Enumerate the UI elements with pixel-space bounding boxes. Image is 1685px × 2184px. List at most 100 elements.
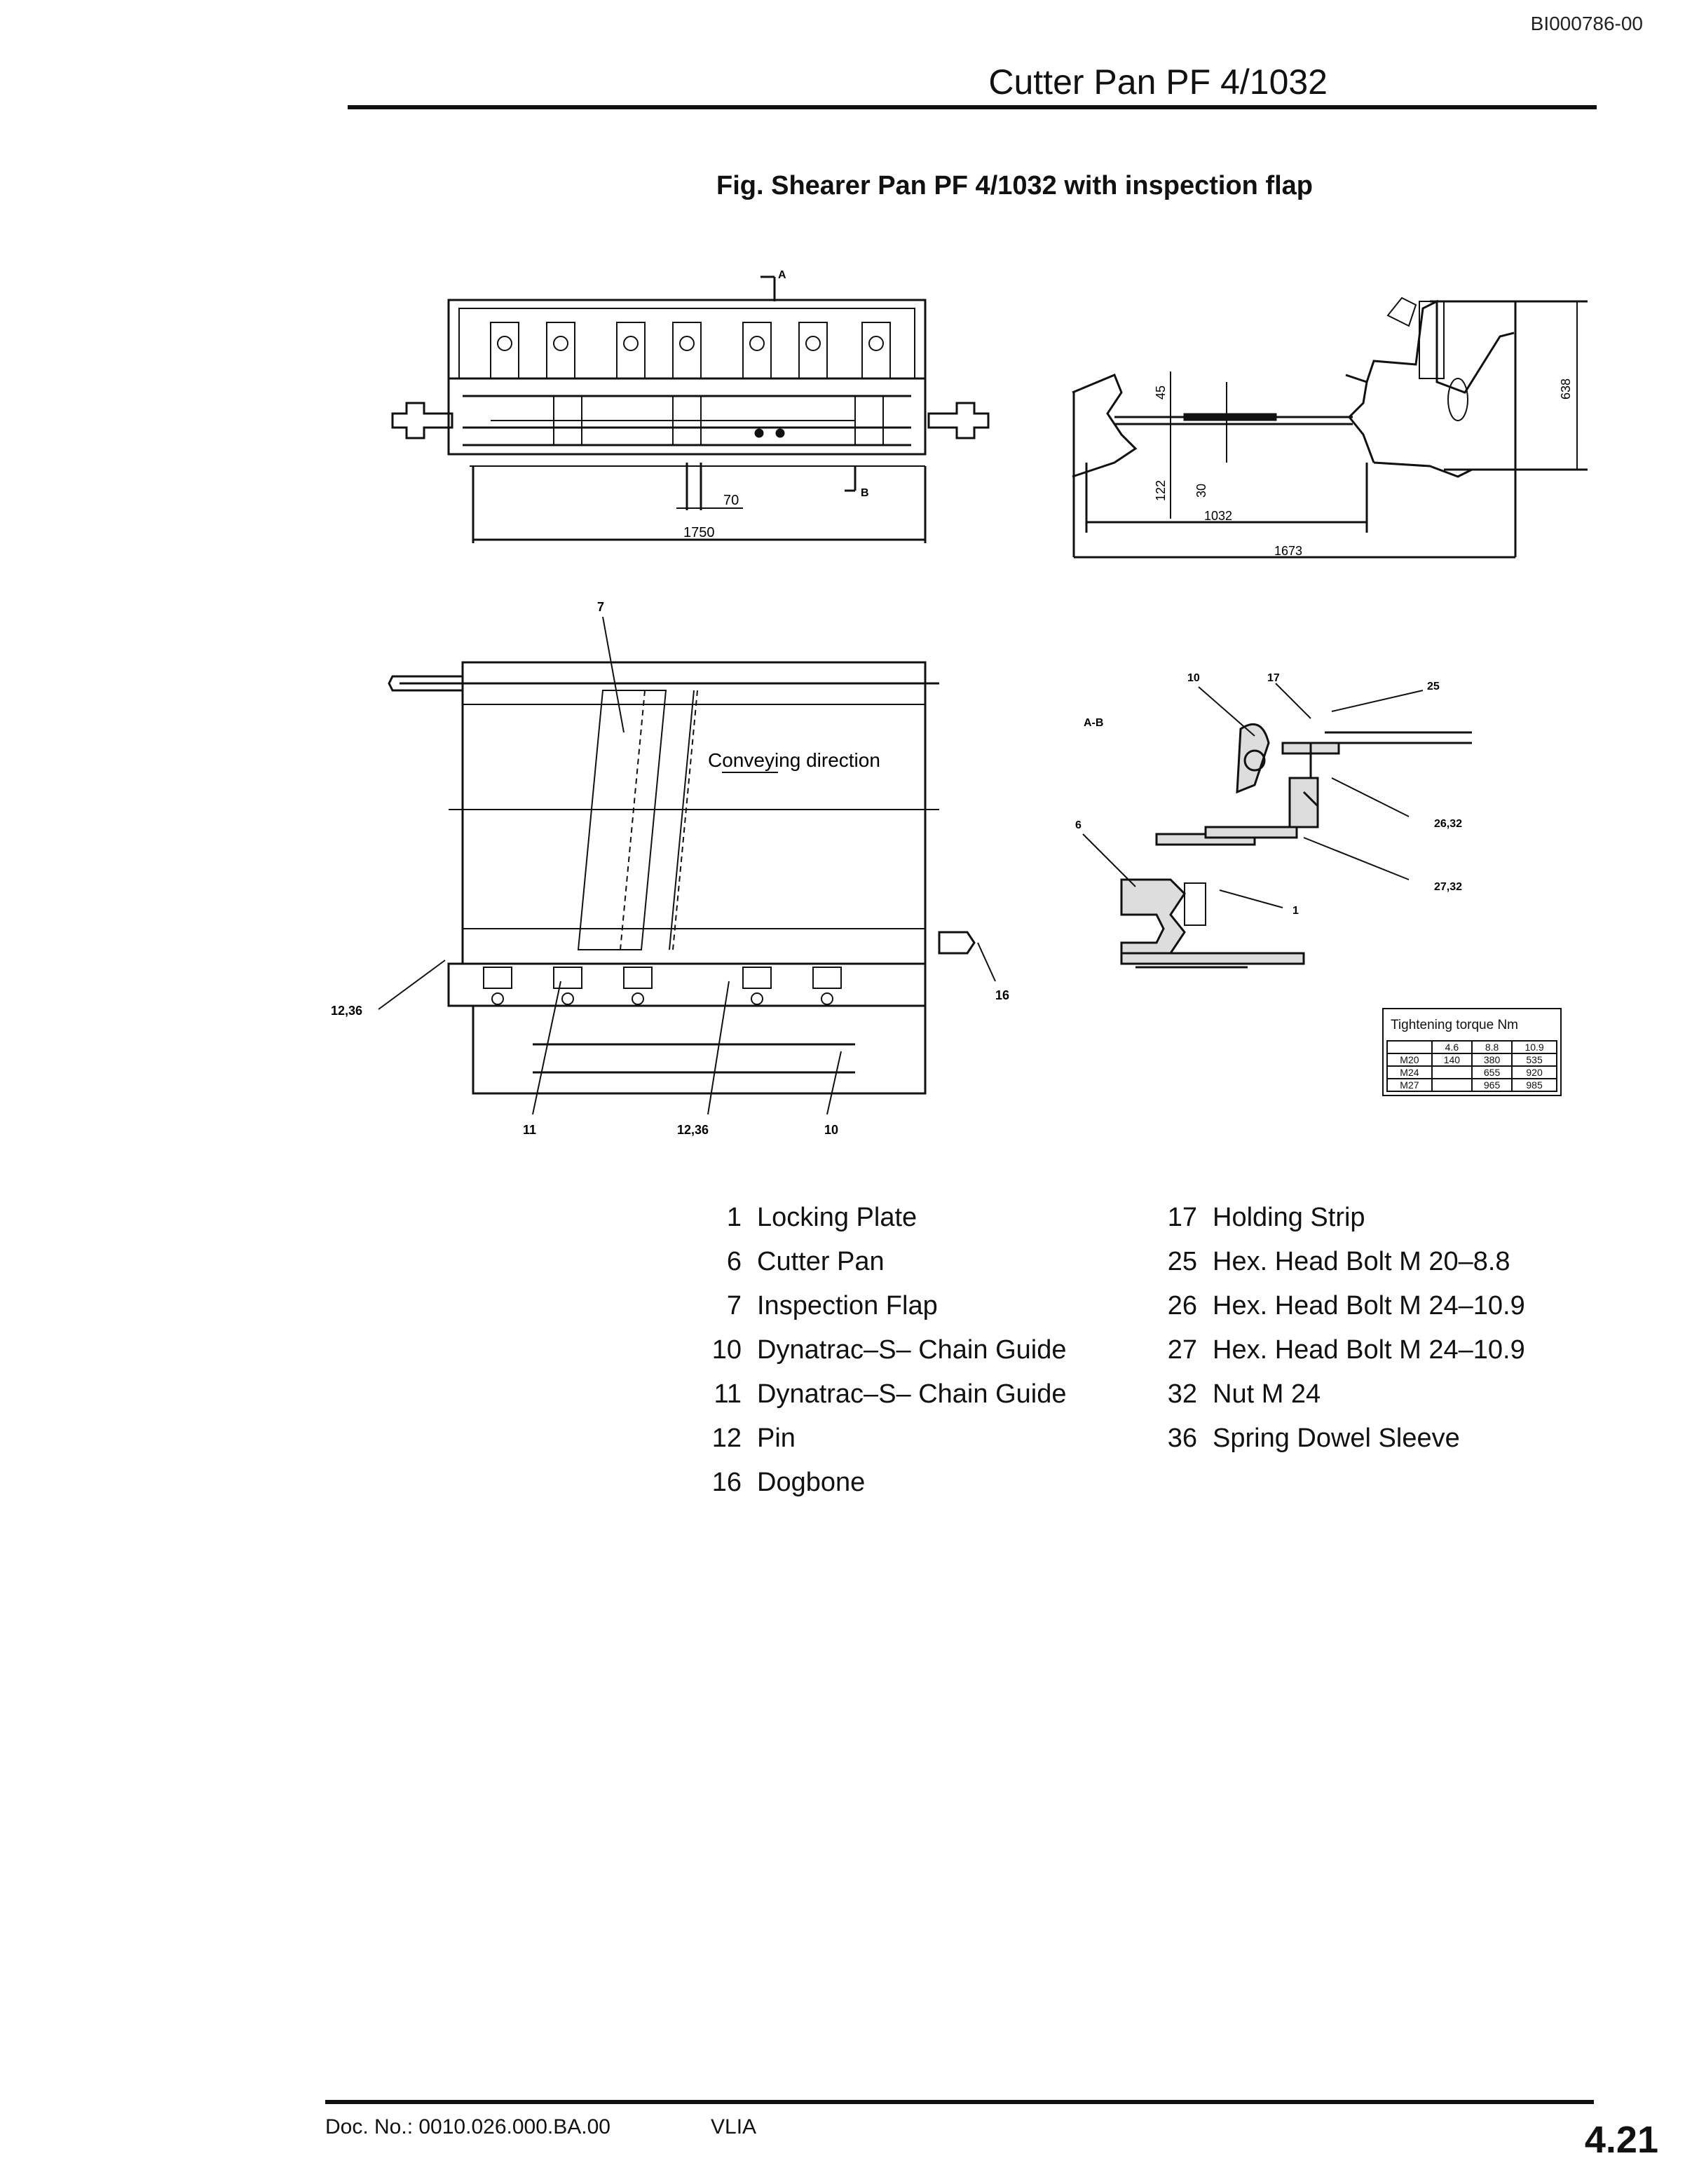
list-item: 10 Dynatrac–S– Chain Guide [701,1335,1067,1379]
table-row: 4.6 8.8 10.9 [1386,1040,1557,1054]
list-item: 7 Inspection Flap [701,1291,1066,1335]
list-item: 25 Hex. Head Bolt M 20–8.8 [1157,1247,1525,1291]
callout-7: 7 [597,600,604,614]
detail-callout-27-32: 27,32 [1434,881,1462,893]
legend-label: Hex. Head Bolt M 24–10.9 [1213,1291,1525,1320]
torque-cell: 655 [1471,1065,1513,1079]
torque-header-cell: 8.8 [1471,1040,1513,1054]
torque-table-title: Tightening torque Nm [1391,1018,1519,1032]
footer-rule [325,2100,1594,2104]
legend-right-column: 17 Holding Strip 25 Hex. Head Bolt M 20–8.… [1157,1203,1525,1468]
legend-number: 10 [711,1335,742,1365]
dim-122: 122 [1154,480,1168,501]
legend-number: 6 [726,1247,742,1276]
document-id: BI000786-00 [1530,13,1643,34]
legend-label: Locking Plate [757,1203,917,1232]
legend-label: Inspection Flap [757,1291,938,1320]
detail-callout-6: 6 [1075,819,1082,831]
callout-12-36-bottom: 12,36 [677,1123,709,1137]
torque-header-cell [1386,1040,1433,1054]
list-item: 26 Hex. Head Bolt M 24–10.9 [1157,1291,1525,1335]
dim-1750: 1750 [683,525,715,540]
legend-label: Pin [757,1424,796,1453]
legend-number: 32 [1167,1379,1197,1409]
technical-drawing: 1750 70 A B 638 45 122 30 1032 1673 [331,269,1588,1137]
legend-label: Hex. Head Bolt M 20–8.8 [1213,1247,1510,1276]
list-item: 36 Spring Dowel Sleeve [1157,1424,1525,1468]
dim-1032: 1032 [1204,509,1232,523]
torque-cell: 985 [1511,1078,1557,1092]
torque-table-grid: 4.6 8.8 10.9 M20 140 380 535 M24 655 920… [1386,1040,1557,1092]
torque-cell: M24 [1386,1065,1433,1079]
legend-number: 1 [726,1203,742,1232]
section-marker-a: A [778,269,786,281]
torque-cell: 920 [1511,1065,1557,1079]
conveying-direction-label: Conveying direction [708,749,880,771]
callout-10-bottom: 10 [824,1123,838,1137]
legend-number: 27 [1167,1335,1197,1365]
torque-cell: 140 [1431,1053,1473,1067]
legend-number: 11 [714,1379,742,1409]
detail-callout-17: 17 [1267,672,1280,684]
dim-45: 45 [1154,385,1168,400]
torque-cell: 965 [1471,1078,1513,1092]
table-row: M27 965 985 [1386,1078,1557,1092]
document-number: Doc. No.: 0010.026.000.BA.00 [325,2115,610,2138]
detail-callout-10: 10 [1187,672,1200,684]
torque-cell: 535 [1511,1053,1557,1067]
list-item: 6 Cutter Pan [701,1247,1066,1291]
legend-label: Spring Dowel Sleeve [1213,1424,1460,1453]
torque-cell: 380 [1471,1053,1513,1067]
callout-16: 16 [995,988,1009,1002]
dim-1673: 1673 [1274,544,1302,558]
list-item: 17 Holding Strip [1157,1203,1525,1247]
figure-caption: Fig. Shearer Pan PF 4/1032 with inspecti… [716,171,1314,200]
dim-638: 638 [1559,378,1573,400]
torque-cell: M27 [1386,1078,1433,1092]
legend-number: 26 [1167,1291,1197,1320]
legend-left-column: 1 Locking Plate 6 Cutter Pan 7 Inspection F… [701,1203,1067,1512]
page-number: 4.21 [1584,2119,1658,2161]
legend-number: 17 [1167,1203,1197,1232]
legend-label: Hex. Head Bolt M 24–10.9 [1213,1335,1525,1365]
detail-section-label: A-B [1084,717,1103,729]
side-view-drawing [391,275,990,543]
detail-section-drawing [1082,683,1472,969]
callout-11: 11 [523,1123,536,1137]
legend-number: 36 [1167,1424,1197,1453]
title-rule [348,105,1597,109]
legend-label: Cutter Pan [757,1247,885,1276]
cross-section-drawing [1072,296,1588,559]
list-item: 12 Pin [701,1424,1066,1468]
section-marker-b: B [861,487,869,499]
vlia-label: VLIA [711,2115,757,2138]
legend-label: Dogbone [757,1468,866,1497]
legend-label: Dynatrac–S– Chain Guide [757,1379,1067,1409]
torque-header-cell: 10.9 [1511,1040,1557,1054]
callout-12-36-left: 12,36 [331,1004,362,1018]
page-title: Cutter Pan PF 4/1032 [988,62,1328,102]
legend-number: 7 [726,1291,742,1320]
torque-cell: M20 [1386,1053,1433,1067]
list-item: 27 Hex. Head Bolt M 24–10.9 [1157,1335,1525,1379]
legend-label: Nut M 24 [1213,1379,1321,1409]
torque-cell [1431,1065,1473,1079]
table-row: M24 655 920 [1386,1065,1557,1079]
list-item: 1 Locking Plate [701,1203,1066,1247]
detail-callout-25: 25 [1427,681,1440,692]
legend-label: Dynatrac–S– Chain Guide [757,1335,1067,1365]
table-row: M20 140 380 535 [1386,1053,1557,1067]
plan-view-drawing [378,616,996,1115]
legend-number: 25 [1167,1247,1197,1276]
torque-cell [1431,1078,1473,1092]
legend-label: Holding Strip [1213,1203,1365,1232]
torque-header-cell: 4.6 [1431,1040,1473,1054]
list-item: 32 Nut M 24 [1157,1379,1525,1424]
legend-number: 12 [711,1424,742,1453]
list-item: 16 Dogbone [701,1468,1066,1512]
dim-30: 30 [1194,484,1208,498]
dim-70: 70 [723,493,739,508]
legend-number: 16 [711,1468,742,1497]
detail-callout-1: 1 [1292,905,1299,917]
torque-table: Tightening torque Nm 4.6 8.8 10.9 M20 14… [1382,1008,1562,1096]
